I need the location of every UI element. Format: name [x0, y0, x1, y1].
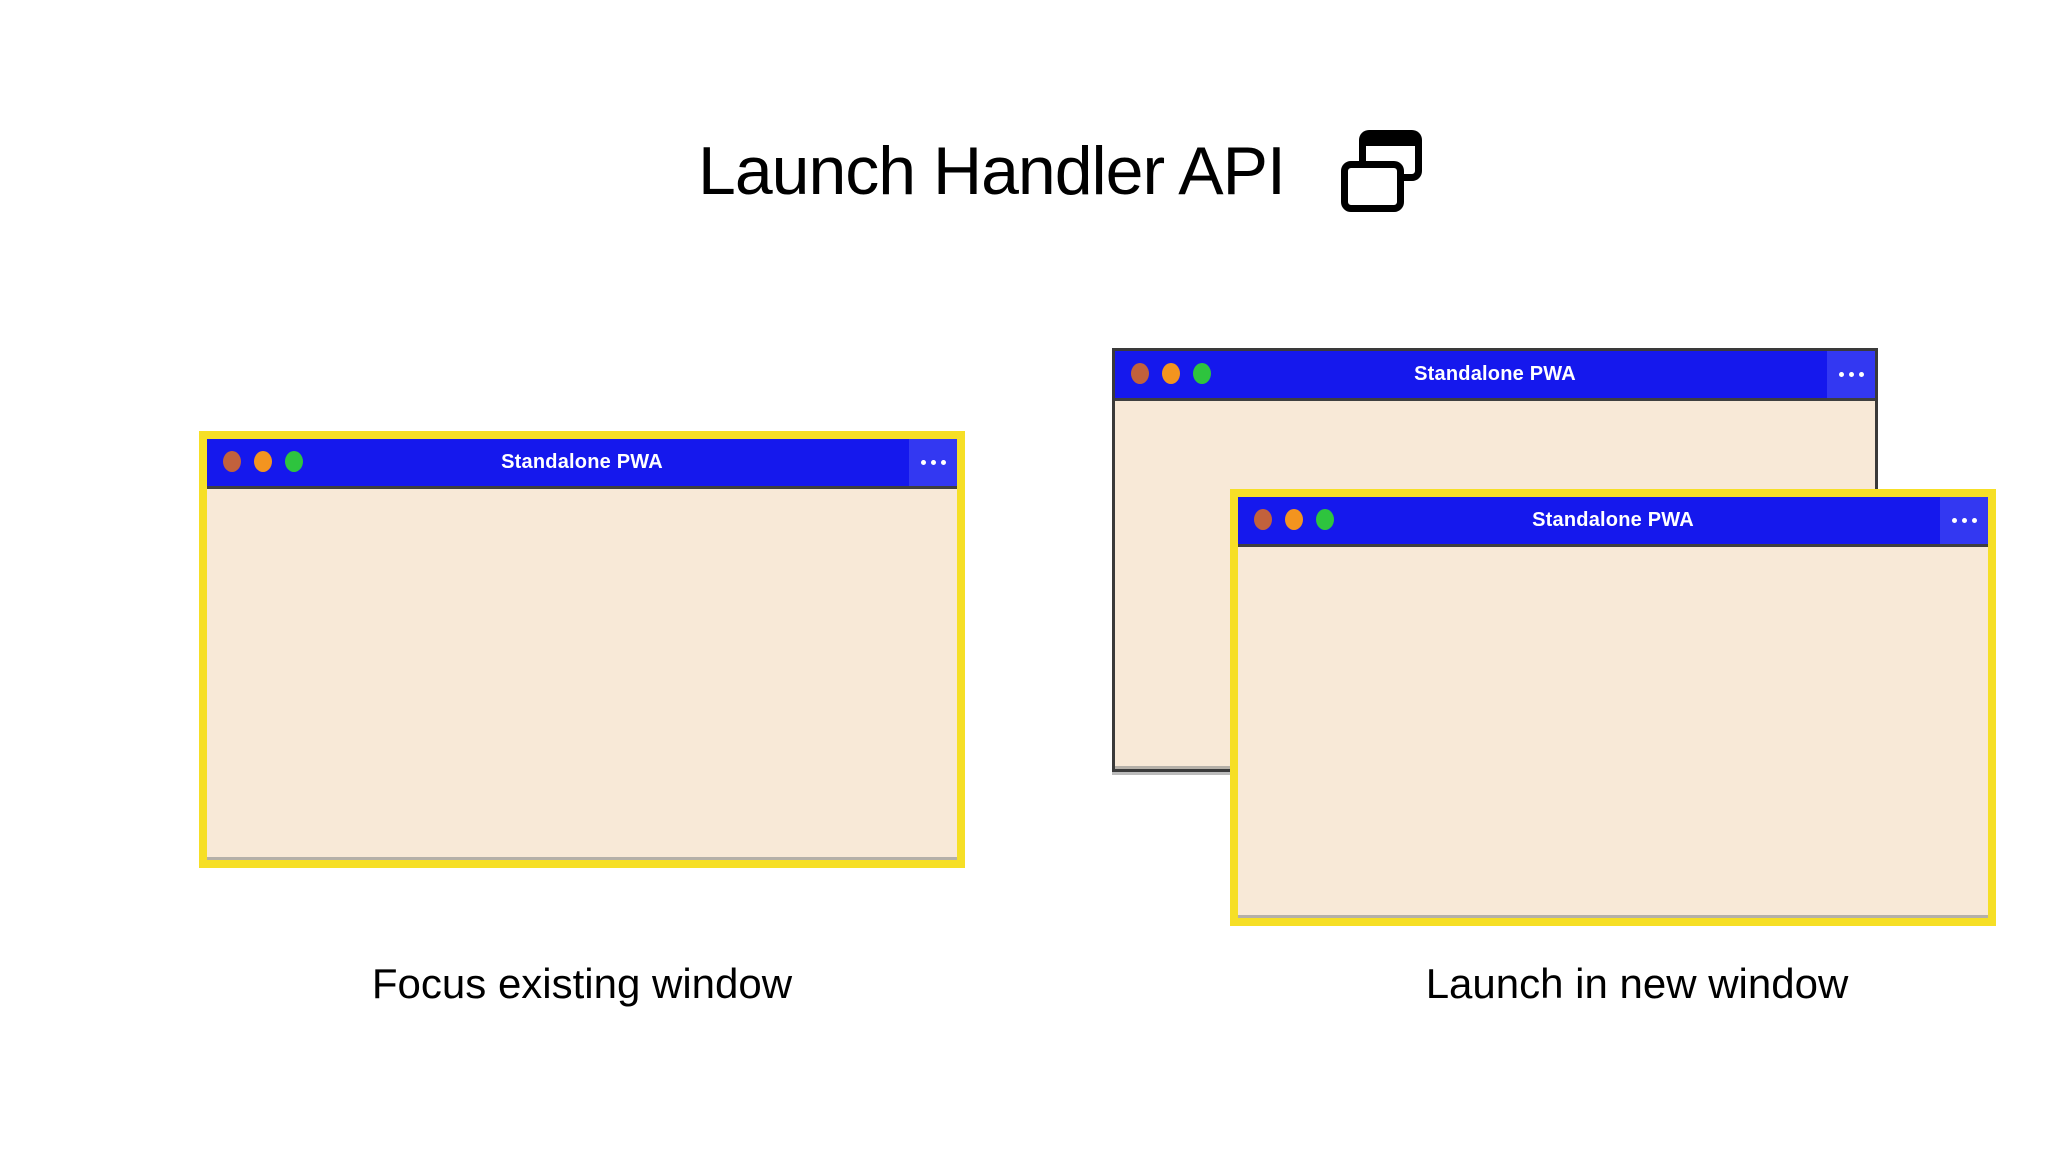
figure-header: Launch Handler API — [698, 130, 1423, 212]
menu-dot — [1951, 518, 1957, 523]
traffic-lights — [1254, 497, 1334, 541]
window-title: Standalone PWA — [501, 451, 663, 473]
traffic-light-red-icon — [1254, 508, 1272, 530]
overlapping-windows-icon — [1340, 130, 1423, 212]
menu-dot — [1858, 372, 1864, 377]
menu-dot — [1971, 518, 1977, 523]
window-title: Standalone PWA — [1532, 509, 1694, 531]
ellipsis-menu-icon — [1827, 351, 1875, 398]
pwa-window-focused-existing: Standalone PWA — [199, 431, 965, 868]
traffic-light-orange-icon — [254, 450, 272, 472]
menu-dot — [930, 460, 936, 465]
caption-launch-in-new-window: Launch in new window — [1425, 960, 1849, 1007]
traffic-light-red-icon — [1131, 362, 1149, 384]
window-titlebar: Standalone PWA — [1115, 351, 1875, 401]
page-title: Launch Handler API — [698, 132, 1286, 209]
window-titlebar: Standalone PWA — [207, 439, 957, 489]
menu-dot — [1848, 372, 1854, 377]
traffic-light-orange-icon — [1162, 362, 1180, 384]
traffic-lights — [1131, 351, 1211, 395]
caption-focus-existing-window: Focus existing window — [371, 960, 793, 1007]
traffic-light-green-icon — [1193, 362, 1211, 384]
menu-dot — [1838, 372, 1844, 377]
traffic-light-green-icon — [1316, 508, 1334, 530]
window-body — [1238, 547, 1988, 918]
window-titlebar: Standalone PWA — [1238, 497, 1988, 547]
menu-dot — [920, 460, 926, 465]
menu-dot — [1961, 518, 1967, 523]
icon-front-window — [1340, 161, 1404, 212]
traffic-light-green-icon — [285, 450, 303, 472]
traffic-light-orange-icon — [1285, 508, 1303, 530]
ellipsis-menu-icon — [909, 439, 957, 486]
window-body — [207, 489, 957, 860]
traffic-lights — [223, 439, 303, 483]
pwa-window-new-front: Standalone PWA — [1230, 489, 1996, 926]
menu-dot — [940, 460, 946, 465]
traffic-light-red-icon — [223, 450, 241, 472]
ellipsis-menu-icon — [1940, 497, 1988, 544]
window-title: Standalone PWA — [1414, 363, 1576, 385]
